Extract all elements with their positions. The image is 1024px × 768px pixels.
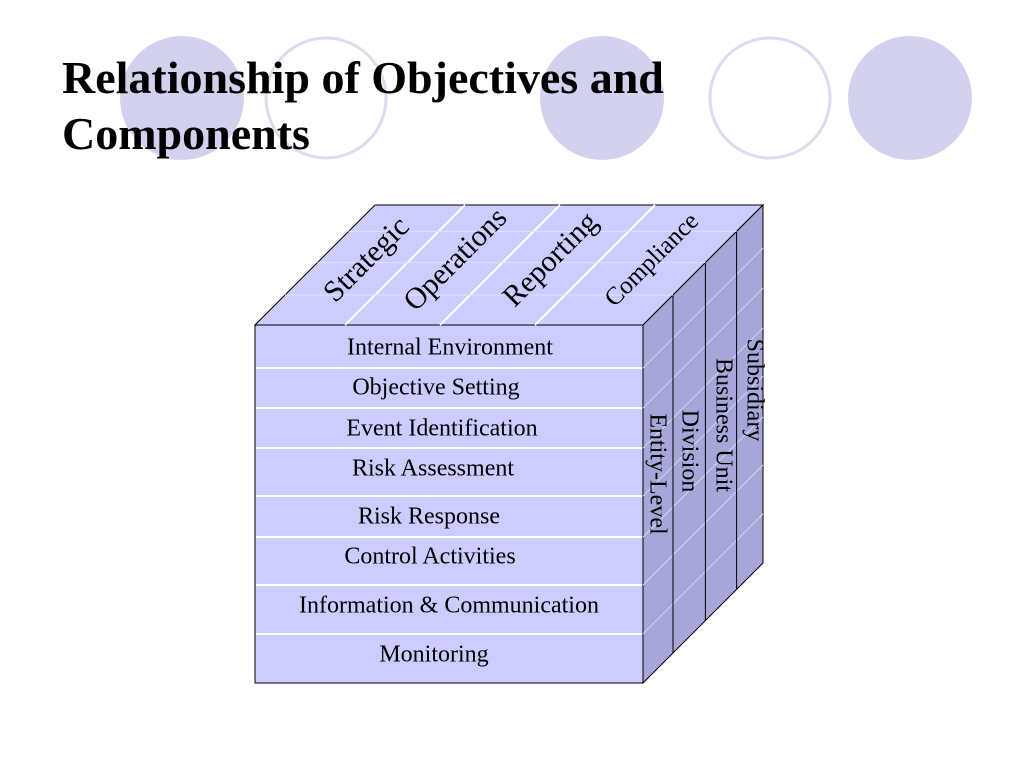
decor-circle-3 (540, 36, 664, 160)
cube-front-face (254, 324, 644, 684)
component-label: Information & Communication (299, 593, 599, 619)
component-label: Risk Response (358, 504, 500, 530)
component-label: Risk Assessment (352, 456, 514, 482)
slide-title: Relationship of Objectives and Component… (62, 52, 664, 159)
side-row-line (642, 464, 764, 586)
entity-level-label: Business Unit (710, 358, 736, 492)
component-label: Event Identification (346, 416, 537, 442)
decor-circle-1 (120, 36, 244, 160)
component-label: Objective Setting (352, 375, 519, 401)
component-label: Control Activities (344, 544, 515, 570)
component-label: Monitoring (379, 642, 488, 668)
side-row-line (642, 513, 764, 635)
side-row-line (642, 416, 764, 538)
side-row-line (642, 327, 764, 449)
side-row-line (642, 247, 764, 369)
side-row-line (642, 375, 764, 497)
entity-level-label: Subsidiary (741, 339, 767, 442)
decor-circle-5 (848, 36, 972, 160)
top-column-divider (534, 204, 656, 326)
decor-circle-4 (708, 36, 832, 160)
cube-gridlines (256, 204, 764, 653)
side-row-line (642, 287, 764, 409)
entity-level-label: Division (676, 410, 702, 493)
entity-level-label: Entity-Level (644, 413, 670, 535)
component-label: Internal Environment (347, 335, 553, 361)
decor-circle-2 (264, 36, 388, 160)
top-column-divider (439, 204, 561, 326)
top-column-divider (344, 204, 466, 326)
